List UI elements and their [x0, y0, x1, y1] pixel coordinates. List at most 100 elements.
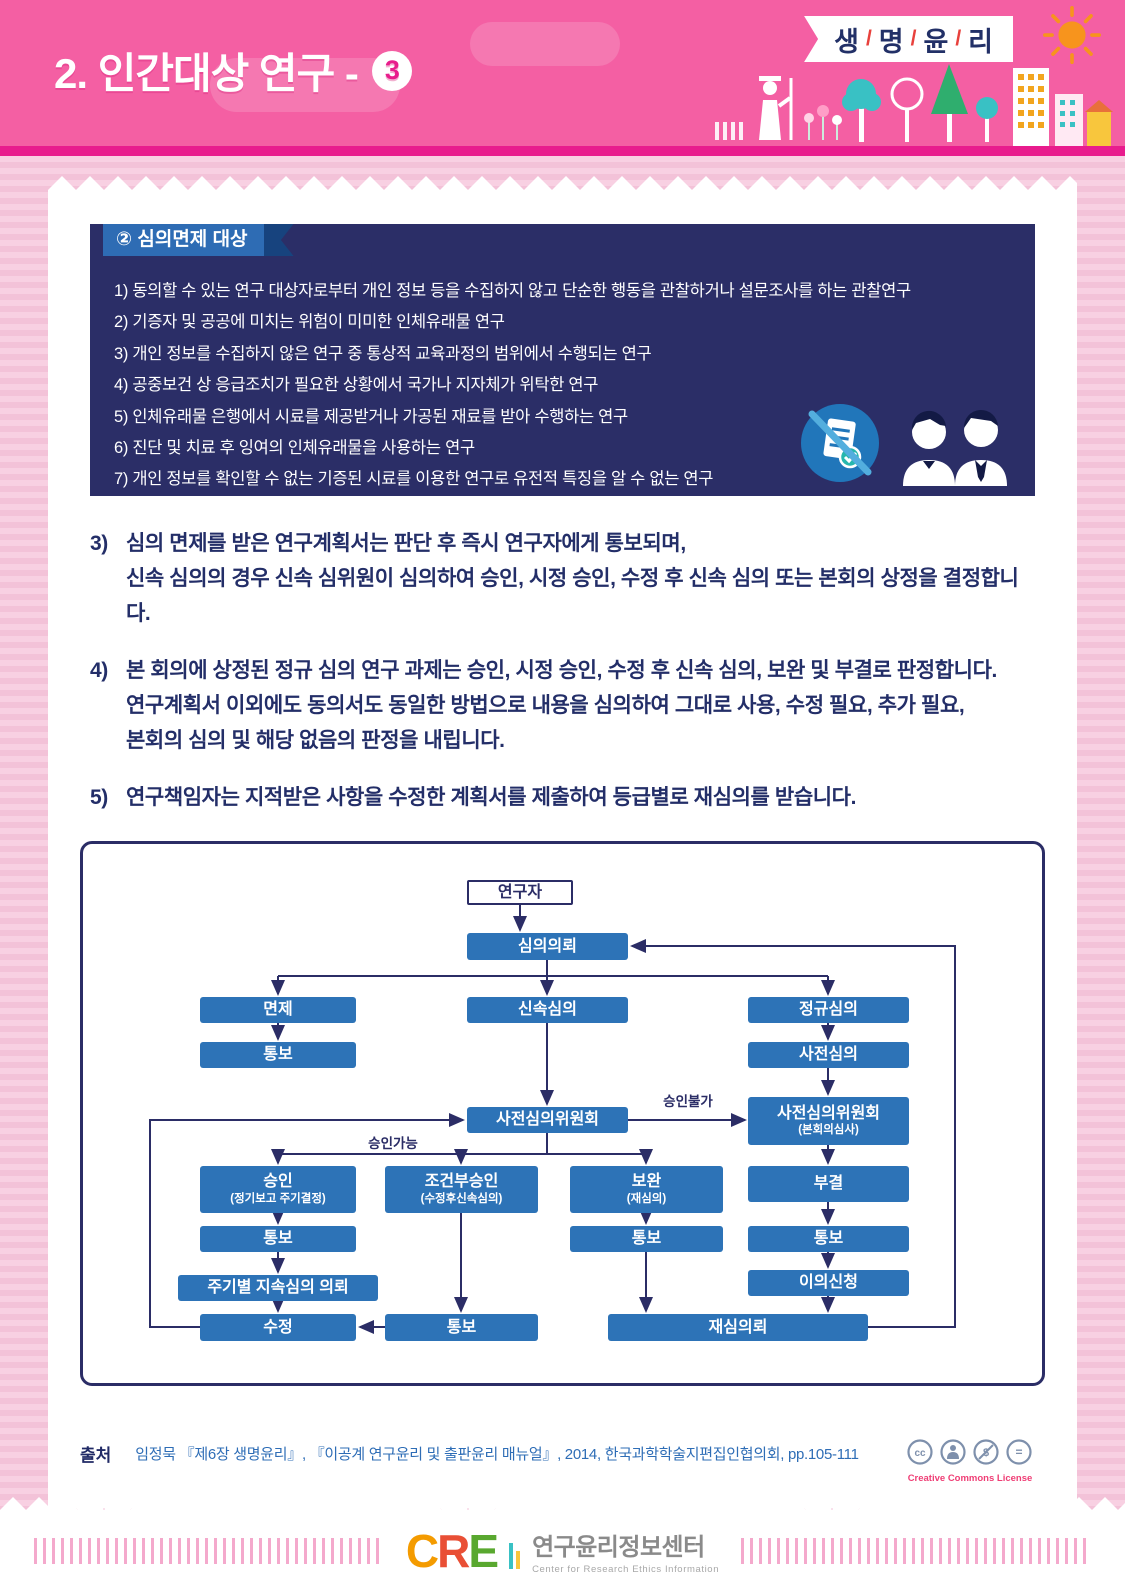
flow-node-pre-review-committee: 사전심의위원회 — [467, 1107, 628, 1133]
flow-node-conditional-approve: 조건부승인(수정후신속심의) — [385, 1166, 538, 1213]
org-name-korean: 연구윤리정보센터 — [532, 1534, 705, 1561]
edge-label-not-approvable: 승인불가 — [663, 1094, 713, 1109]
edge-label-approvable: 승인가능 — [368, 1136, 418, 1151]
fence-icon — [715, 122, 743, 140]
org-name: 연구윤리정보센터 Center for Research Ethics Info… — [532, 1527, 719, 1575]
tree-icon — [976, 97, 998, 142]
header-accent-stripe — [0, 146, 1125, 156]
body-paragraphs: 3) 심의 면제를 받은 연구계획서는 판단 후 즉시 연구자에게 통보되며, … — [90, 526, 1035, 815]
page-title-text: 2. 인간대상 연구 - — [54, 50, 359, 97]
man-icon — [955, 409, 1007, 486]
slash-separator: / — [955, 27, 962, 50]
logo-letter: C — [405, 1525, 439, 1577]
footer-tick-pattern-right — [741, 1538, 1092, 1564]
cc-license-caption: Creative Commons License — [907, 1473, 1033, 1484]
flow-node-notify: 통보 — [748, 1226, 909, 1252]
flow-node-revise: 수정 — [200, 1314, 356, 1341]
flowchart-connectors — [149, 905, 956, 1334]
flow-node-notify: 통보 — [200, 1226, 356, 1252]
tree-icon — [842, 79, 881, 142]
footer-zigzag-edge — [0, 1497, 1125, 1510]
list-item: 7) 개인 정보를 확인할 수 없는 기증된 시료를 이용한 연구로 유전적 특… — [114, 470, 714, 489]
slash-separator: / — [865, 27, 872, 50]
building-icon — [1055, 94, 1083, 146]
tree-icon — [890, 77, 924, 142]
flow-node-notify: 통보 — [570, 1226, 723, 1252]
paragraph-line: 본 회의에 상정된 정규 심의 연구 과제는 승인, 시정 승인, 수정 후 신… — [126, 659, 997, 682]
paragraph-line: 신속 심의의 경우 신속 심위원이 심의하여 승인, 시정 승인, 수정 후 신… — [126, 567, 1019, 625]
flow-node-pre-review: 사전심의 — [748, 1042, 909, 1068]
flow-node-approve: 승인(정기보고 주기결정) — [200, 1166, 356, 1213]
paragraph-5: 5) 연구책임자는 지적받은 사항을 수정한 계획서를 제출하여 등급별로 재심… — [90, 780, 1035, 815]
flow-node-expedited-review: 신속심의 — [467, 997, 628, 1023]
graduate-icon — [759, 76, 793, 140]
flow-node-review-request: 심의의뢰 — [467, 933, 628, 960]
page-footer: C R E 연구윤리정보센터 Center for Research Ethic… — [0, 1497, 1125, 1592]
list-item: 5) 인체유래물 은행에서 시료를 제공받거나 가공된 재료를 받아 수행하는 … — [114, 407, 628, 426]
logo-bars — [509, 1533, 521, 1569]
slash-separator: / — [910, 27, 917, 50]
zigzag-edge-top — [48, 176, 1077, 190]
cc-license: cc $ = Creative Commons License — [895, 1438, 1045, 1484]
list-item: 2) 기증자 및 공공에 미치는 위험이 미미한 인체유래물 연구 — [114, 313, 505, 332]
review-flowchart: 연구자 심의의뢰 면제 통보 신속심의 정규심의 사전심의 사전심의위원회 사전… — [80, 841, 1045, 1386]
flow-node-researcher: 연구자 — [467, 880, 573, 905]
tree-icon — [931, 64, 968, 142]
people-icon — [903, 409, 1007, 486]
bioethics-char: 리 — [968, 26, 993, 57]
logo-letter: E — [468, 1525, 499, 1577]
paragraph-number: 4) — [90, 659, 108, 682]
source-citation: 출처 임정묵 『제6장 생명윤리』, 『이공계 연구윤리 및 출판윤리 매뉴얼』… — [80, 1438, 1045, 1484]
list-item: 4) 공중보건 상 응급조치가 필요한 상황에서 국가나 지자체가 위탁한 연구 — [114, 376, 599, 395]
paragraph-line: 심의 면제를 받은 연구계획서는 판단 후 즉시 연구자에게 통보되며, — [126, 532, 686, 555]
card-body: ② 심의면제 대상 1) 동의할 수 있는 연구 대상자로부터 개인 정보 등을… — [48, 190, 1077, 1508]
footer-tick-pattern-left — [33, 1538, 384, 1564]
cre-logo: C R E 연구윤리정보센터 Center for Research Ethic… — [406, 1527, 719, 1575]
flow-node-objection: 이의신청 — [748, 1270, 909, 1296]
flow-node-rereview-request: 재심의뢰 — [608, 1314, 868, 1341]
list-item: 1) 동의할 수 있는 연구 대상자로부터 개인 정보 등을 수집하지 않고 단… — [114, 282, 911, 300]
cloud-icon — [470, 22, 620, 66]
paragraph-4: 4) 본 회의에 상정된 정규 심의 연구 과제는 승인, 시정 승인, 수정 … — [90, 653, 1035, 758]
building-icon — [1013, 68, 1049, 146]
paragraph-number: 5) — [90, 786, 108, 809]
exemption-title: ② 심의면제 대상 — [116, 229, 248, 250]
flow-node-notify: 통보 — [200, 1042, 356, 1068]
bioethics-char: 생 — [834, 26, 859, 57]
svg-text:cc: cc — [914, 1448, 926, 1459]
bioethics-char: 명 — [878, 26, 904, 57]
cloud-icon — [210, 58, 400, 112]
paragraph-line: 연구책임자는 지적받은 사항을 수정한 계획서를 제출하여 등급별로 재심의를 … — [126, 786, 857, 809]
exemption-list: 1) 동의할 수 있는 연구 대상자로부터 개인 정보 등을 수집하지 않고 단… — [90, 224, 1035, 496]
logo-letter: R — [437, 1525, 470, 1577]
page-title: 2. 인간대상 연구 - 3 — [54, 40, 412, 101]
header-illustration — [715, 64, 1113, 146]
flow-node-full-board-committee: 사전심의위원회(본회의심사) — [748, 1097, 909, 1145]
source-text: 임정묵 『제6장 생명윤리』, 『이공계 연구윤리 및 출판윤리 매뉴얼』, 2… — [135, 1446, 859, 1463]
page-header: 2. 인간대상 연구 - 3 생 / 명 / 윤 / 리 — [0, 0, 1125, 146]
paragraph-number: 3) — [90, 532, 108, 555]
svg-text:=: = — [1015, 1445, 1022, 1459]
flow-node-exemption: 면제 — [200, 997, 356, 1023]
no-document-icon — [801, 404, 879, 482]
paragraph-line: 본회의 심의 및 해당 없음의 판정을 내립니다. — [126, 729, 505, 752]
list-item: 6) 진단 및 치료 후 잉여의 인체유래물을 사용하는 연구 — [114, 439, 475, 458]
sun-icon — [1043, 6, 1101, 64]
flower-icon — [804, 105, 842, 140]
woman-icon — [903, 410, 955, 486]
flow-node-notify: 통보 — [385, 1314, 538, 1341]
paragraph-3: 3) 심의 면제를 받은 연구계획서는 판단 후 즉시 연구자에게 통보되며, … — [90, 526, 1035, 631]
flow-node-periodic-review-request: 주기별 지속심의 의뢰 — [178, 1275, 378, 1301]
building-icon — [1085, 100, 1113, 146]
bioethics-char: 윤 — [923, 26, 949, 57]
org-name-english: Center for Research Ethics Information — [532, 1564, 720, 1575]
exemption-title-ribbon: ② 심의면제 대상 — [103, 224, 264, 256]
content-card: ② 심의면제 대상 1) 동의할 수 있는 연구 대상자로부터 개인 정보 등을… — [48, 176, 1077, 1522]
source-label: 출처 — [80, 1446, 112, 1465]
cre-logo-letters: C R E — [405, 1525, 499, 1577]
title-number-badge: 3 — [371, 50, 412, 91]
flow-node-supplement: 보완(재심의) — [570, 1166, 723, 1213]
flow-node-reject: 부결 — [748, 1166, 909, 1202]
exemption-panel: ② 심의면제 대상 1) 동의할 수 있는 연구 대상자로부터 개인 정보 등을… — [90, 224, 1035, 496]
